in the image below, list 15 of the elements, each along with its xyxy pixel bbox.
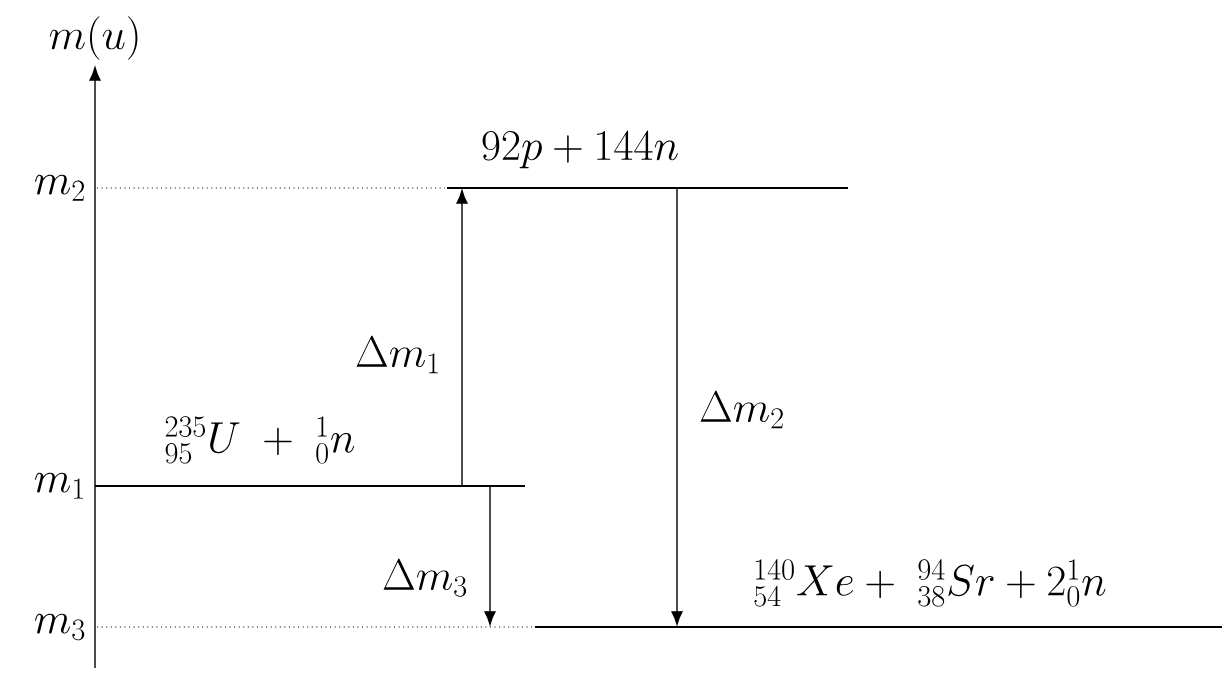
edge-label: $\Delta m_3$	[380, 558, 470, 598]
energy-level: ${}^{140}_{54}Xe + \ {}^{94}_{38}Sr + 2{}^{1}_{0}n$	[535, 559, 1222, 629]
node-label: $92p + 144n$	[482, 130, 678, 169]
axis-label: $m_2$	[35, 174, 84, 201]
arrow	[484, 485, 496, 625]
node-label: ${}^{235}_{95}U \ + \ {}^{1}_{0}n$	[165, 416, 355, 464]
arrow	[671, 187, 683, 625]
energy-level: ${}^{235}_{95}U \ + \ {}^{1}_{0}n$	[95, 416, 525, 488]
energy-level: $92p + 144n$	[447, 130, 848, 190]
edge-label: $\Delta m_1$	[353, 335, 443, 375]
axis-label: $m_3$	[35, 613, 85, 641]
edge-label: $\Delta m_2$	[697, 390, 787, 430]
arrow	[456, 190, 468, 487]
node-label: ${}^{140}_{54}Xe + \ {}^{94}_{38}Sr + 2{}^{1}_{0}n$	[754, 559, 1106, 607]
axis-label: $m(u)$	[49, 16, 138, 60]
